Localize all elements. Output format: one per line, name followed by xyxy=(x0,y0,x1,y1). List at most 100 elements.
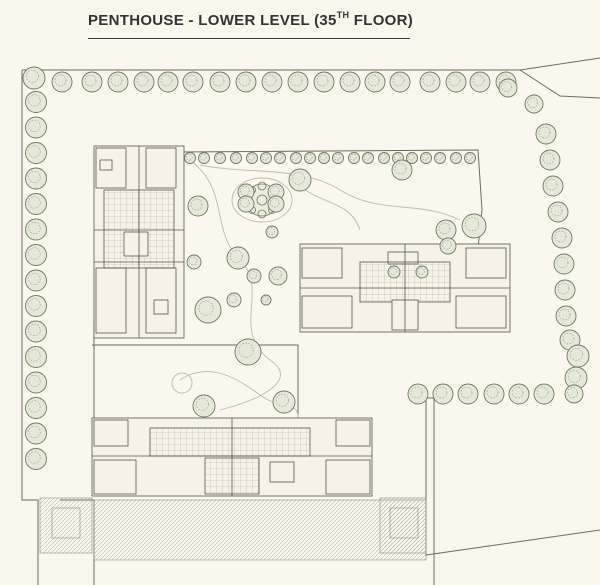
tree-icon xyxy=(198,152,210,164)
tree-icon xyxy=(288,168,312,192)
tree-icon xyxy=(391,159,413,181)
tree-icon xyxy=(237,195,255,213)
tree-icon xyxy=(535,123,557,145)
tree-icon xyxy=(25,244,47,266)
tree-icon xyxy=(318,152,330,164)
tree-icon xyxy=(406,152,418,164)
tree-icon xyxy=(25,448,47,470)
tree-icon xyxy=(498,78,518,98)
tree-icon xyxy=(362,152,374,164)
tree-icon xyxy=(542,175,564,197)
title-block: PENTHOUSE - LOWER LEVEL (35TH FLOOR) xyxy=(88,10,414,39)
tree-icon xyxy=(415,265,429,279)
tree-icon xyxy=(419,71,441,93)
tree-icon xyxy=(533,383,555,405)
tree-icon xyxy=(272,390,296,414)
tree-icon xyxy=(246,268,262,284)
tree-icon xyxy=(555,305,577,327)
tree-icon xyxy=(187,195,209,217)
tree-icon xyxy=(25,142,47,164)
tree-icon xyxy=(508,383,530,405)
tree-icon xyxy=(445,71,467,93)
tree-icon xyxy=(547,201,569,223)
tree-icon xyxy=(539,149,561,171)
tree-icon xyxy=(194,296,222,324)
tree-icon xyxy=(435,219,457,241)
tree-icon xyxy=(157,71,179,93)
tree-icon xyxy=(184,152,196,164)
building-a xyxy=(93,145,185,339)
tree-icon xyxy=(551,227,573,249)
tree-icon xyxy=(439,237,457,255)
tree-icon xyxy=(133,71,155,93)
title-suffix: FLOOR) xyxy=(349,12,414,29)
entrance-zone xyxy=(39,497,427,561)
title-main: PENTHOUSE - LOWER LEVEL (35 xyxy=(88,12,337,29)
tree-icon xyxy=(51,71,73,93)
page-title: PENTHOUSE - LOWER LEVEL (35TH FLOOR) xyxy=(88,10,414,30)
tree-icon xyxy=(267,183,285,201)
tree-icon xyxy=(464,152,476,164)
tree-icon xyxy=(235,71,257,93)
tree-icon xyxy=(553,253,575,275)
tree-icon xyxy=(182,71,204,93)
tree-icon xyxy=(339,71,361,93)
tree-icon xyxy=(524,94,544,114)
tree-icon xyxy=(554,279,576,301)
building-b xyxy=(299,243,511,333)
tree-icon xyxy=(265,225,279,239)
tree-icon xyxy=(407,383,429,405)
tree-icon xyxy=(234,338,262,366)
tree-icon xyxy=(25,116,47,139)
building-c xyxy=(91,417,373,497)
tree-icon xyxy=(209,71,231,93)
tree-icon xyxy=(226,292,242,308)
tree-icon xyxy=(260,294,272,306)
tree-icon xyxy=(313,71,335,93)
tree-icon xyxy=(267,195,285,213)
tree-icon xyxy=(25,269,47,292)
tree-icon xyxy=(22,66,46,90)
tree-icon xyxy=(290,152,302,164)
tree-icon xyxy=(107,71,129,93)
tree-icon xyxy=(25,193,47,215)
tree-icon xyxy=(25,422,47,445)
tree-icon xyxy=(226,246,250,270)
tree-icon xyxy=(483,383,505,405)
tree-icon xyxy=(461,213,487,239)
tree-icon xyxy=(230,152,242,164)
tree-icon xyxy=(469,71,491,93)
tree-icon xyxy=(25,91,47,113)
tree-icon xyxy=(274,152,286,164)
tree-icon xyxy=(25,346,47,368)
tree-icon xyxy=(287,71,309,93)
tree-icon xyxy=(260,152,272,164)
tree-icon xyxy=(348,152,360,164)
tree-icon xyxy=(246,152,258,164)
tree-icon xyxy=(566,344,590,368)
tree-icon xyxy=(450,152,462,164)
tree-icon xyxy=(564,384,584,404)
tree-icon xyxy=(261,71,283,93)
tree-icon xyxy=(25,167,47,190)
tree-icon xyxy=(268,266,288,286)
tree-icon xyxy=(389,71,411,93)
tree-icon xyxy=(364,71,386,93)
tree-icon xyxy=(387,265,401,279)
tree-icon xyxy=(25,397,47,419)
tree-icon xyxy=(186,254,202,270)
tree-icon xyxy=(457,383,479,405)
tree-icon xyxy=(378,152,390,164)
tree-icon xyxy=(420,152,432,164)
tree-icon xyxy=(25,320,47,343)
garden-paths xyxy=(171,159,461,421)
tree-group xyxy=(22,66,590,470)
tree-icon xyxy=(332,152,344,164)
tree-icon xyxy=(81,71,103,93)
title-superscript: TH xyxy=(336,10,350,20)
tree-icon xyxy=(304,152,316,164)
tree-icon xyxy=(192,394,216,418)
tree-icon xyxy=(25,371,47,394)
tree-icon xyxy=(25,295,47,317)
